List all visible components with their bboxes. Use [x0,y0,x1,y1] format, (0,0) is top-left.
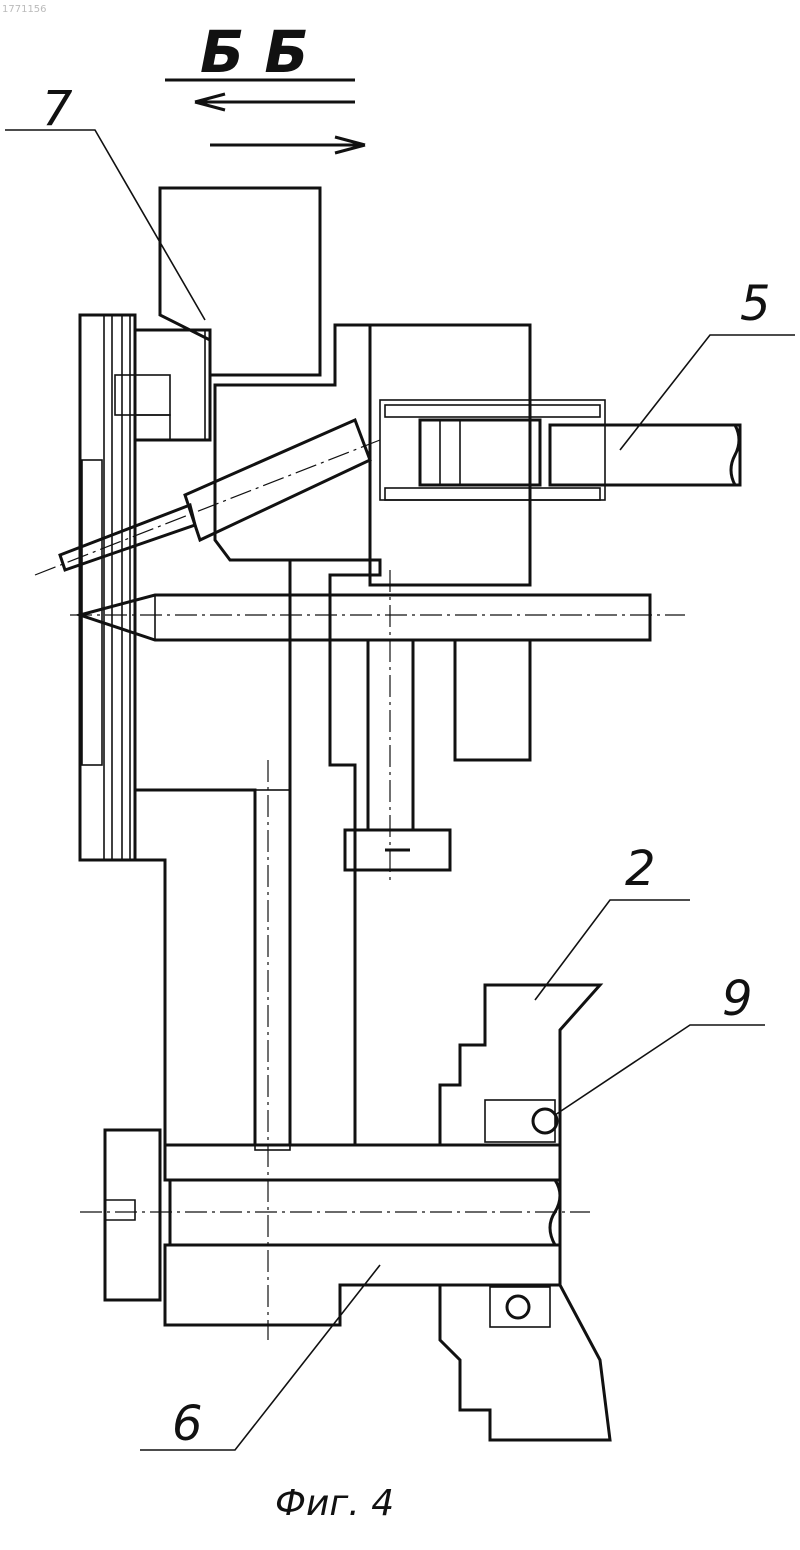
ball-9 [533,1109,557,1133]
rod-5 [550,425,740,485]
insulation-blocks [215,325,605,760]
section-arrows [165,80,365,153]
callout-7: 7 [42,81,73,137]
callout-5: 5 [740,276,771,332]
electrode-pin [70,595,685,640]
leader-9 [555,1025,765,1115]
top-block [160,188,320,375]
leader-7 [5,130,205,320]
callout-9: 9 [722,971,753,1027]
callout-6: 6 [172,1396,203,1452]
lower-body [135,760,290,1340]
leader-5 [620,335,795,450]
vertical-stem [290,560,450,1145]
figure-caption: Фиг. 4 [275,1483,394,1524]
section-label: Б Б [200,18,309,86]
left-plate [80,315,210,860]
callout-2: 2 [625,841,656,897]
inclined-nozzle [35,420,380,575]
watermark-text: 1771156 [2,4,47,15]
